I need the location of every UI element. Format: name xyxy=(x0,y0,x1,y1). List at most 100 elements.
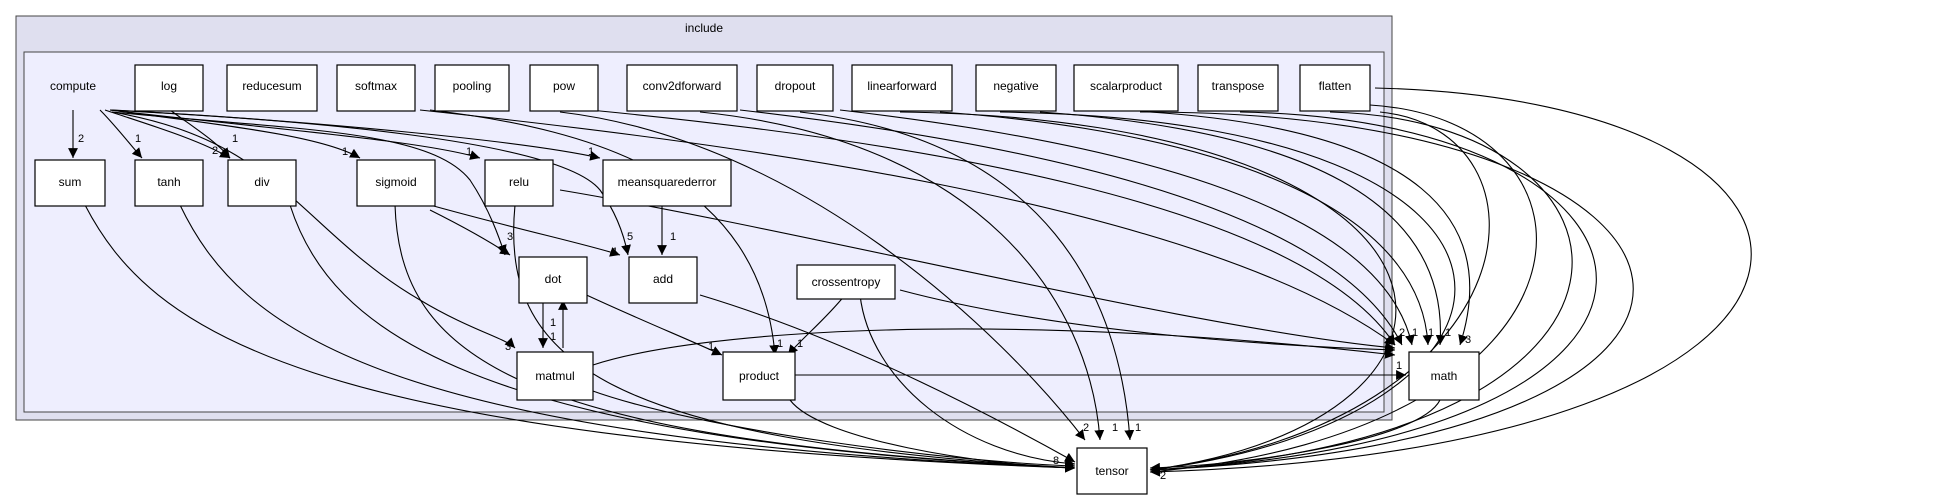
edge-matmul-math xyxy=(592,328,1396,366)
svg-text:meansquarederror: meansquarederror xyxy=(618,175,717,189)
edge-label: 1 xyxy=(1412,327,1418,339)
svg-text:transpose: transpose xyxy=(1212,79,1265,93)
node-reducesum[interactable]: reducesum xyxy=(226,64,318,112)
edge-label: 1 xyxy=(135,133,141,145)
edge-top-math-e xyxy=(939,111,1433,346)
node-transpose[interactable]: transpose xyxy=(1197,64,1279,112)
edge-label: 1 xyxy=(1428,327,1434,339)
node-matmul[interactable]: matmul xyxy=(516,351,594,401)
edge-matmul-tensor xyxy=(589,389,1076,471)
edge-top-math-f xyxy=(1039,111,1446,346)
svg-text:div: div xyxy=(254,175,269,189)
edge-label: 1 xyxy=(550,331,556,343)
node-tanh[interactable]: tanh xyxy=(134,159,204,207)
node-pow[interactable]: pow xyxy=(529,64,599,112)
node-dot[interactable]: dot xyxy=(518,256,588,304)
edge-label: 1 xyxy=(1112,422,1118,434)
edge-label: 1 xyxy=(466,146,472,158)
edge-dot-product xyxy=(579,291,723,356)
edge-tanh-tensor xyxy=(179,204,1076,473)
svg-text:pooling: pooling xyxy=(453,79,492,93)
edge-label: 1 xyxy=(612,246,618,258)
node-negative[interactable]: negative xyxy=(975,64,1057,112)
svg-text:sum: sum xyxy=(59,175,82,189)
edge-far-tensor-h xyxy=(899,111,1397,474)
node-dropout[interactable]: dropout xyxy=(756,64,834,112)
node-sum[interactable]: sum xyxy=(34,159,106,207)
edge-top-math-g xyxy=(1149,111,1471,346)
node-math[interactable]: math xyxy=(1408,351,1480,401)
svg-text:math: math xyxy=(1431,369,1458,383)
edge-sigmoid-add xyxy=(429,204,621,257)
svg-text:add: add xyxy=(653,272,673,286)
svg-text:linearforward: linearforward xyxy=(867,79,936,93)
edge-top-tensor-b xyxy=(699,111,1105,441)
edge-top-math-c xyxy=(739,109,1403,346)
edge-label: 1 xyxy=(1445,327,1451,339)
edge-label: 3 xyxy=(505,341,511,353)
svg-text:dropout: dropout xyxy=(775,79,816,93)
cluster-include-label: include xyxy=(685,21,723,35)
node-crossentropy[interactable]: crossentropy xyxy=(796,264,896,300)
node-softmax[interactable]: softmax xyxy=(336,64,416,112)
node-meansquarederror[interactable]: meansquarederror xyxy=(602,159,732,207)
svg-text:tensor: tensor xyxy=(1095,464,1128,478)
edge-label: 5 xyxy=(627,231,633,243)
edge-relu-math xyxy=(559,189,1396,353)
edge-crossentropy-math xyxy=(899,289,1396,355)
svg-text:flatten: flatten xyxy=(1319,79,1352,93)
edge-crossentropy-product xyxy=(787,294,846,356)
edge-label: 2 xyxy=(1399,327,1405,339)
edge-relu-tensor xyxy=(513,204,1076,473)
svg-text:matmul: matmul xyxy=(535,369,574,383)
edge-top-math-d xyxy=(839,109,1415,346)
edge-far-tensor-a xyxy=(1149,111,1490,474)
svg-text:tanh: tanh xyxy=(157,175,180,189)
node-log[interactable]: log xyxy=(134,64,204,112)
edge-label: 1 xyxy=(1396,360,1402,372)
edge-label: 8 xyxy=(1053,455,1059,467)
edge-label: 3 xyxy=(507,231,513,243)
edge-sigmoid-dot xyxy=(429,209,511,256)
edge-top-tensor-c xyxy=(799,111,1135,441)
node-sigmoid[interactable]: sigmoid xyxy=(356,159,436,207)
edge-label: 1 xyxy=(708,341,714,353)
edge-crossentropy-tensor xyxy=(859,294,1076,469)
svg-text:crossentropy: crossentropy xyxy=(812,275,881,289)
edge-far-tensor-f xyxy=(1149,87,1752,477)
edge-far-tensor-d xyxy=(1149,111,1597,475)
edge-compute-div xyxy=(104,109,231,159)
svg-text:log: log xyxy=(161,79,177,93)
edge-far-tensor-b xyxy=(1149,104,1537,477)
svg-text:negative: negative xyxy=(993,79,1039,93)
edge-top-math-a xyxy=(419,109,1396,346)
edge-label: 2 xyxy=(1160,470,1166,482)
edge-compute-matmul xyxy=(111,111,516,349)
svg-text:softmax: softmax xyxy=(355,79,397,93)
node-pooling[interactable]: pooling xyxy=(434,64,510,112)
node-product[interactable]: product xyxy=(722,351,796,401)
edge-add-tensor xyxy=(699,294,1076,463)
edge-far-tensor-e xyxy=(1139,111,1634,475)
node-relu[interactable]: relu xyxy=(484,159,554,207)
edge-label: 1 xyxy=(1135,422,1141,434)
edge-label: 2 xyxy=(78,133,84,145)
edge-label: 2 xyxy=(1083,422,1089,434)
edge-label: 1 xyxy=(550,317,556,329)
svg-text:dot: dot xyxy=(545,272,562,286)
svg-text:scalarproduct: scalarproduct xyxy=(1090,79,1163,93)
node-flatten[interactable]: flatten xyxy=(1299,64,1371,112)
node-conv2dforward[interactable]: conv2dforward xyxy=(626,64,738,112)
edge-label: 1 xyxy=(777,338,783,350)
node-linearforward[interactable]: linearforward xyxy=(851,64,953,112)
edge-top-math-b xyxy=(589,109,1396,346)
node-div[interactable]: div xyxy=(227,159,297,207)
svg-text:product: product xyxy=(739,369,780,383)
node-tensor[interactable]: tensor xyxy=(1076,447,1148,495)
edge-label: 1 xyxy=(670,231,676,243)
node-add[interactable]: add xyxy=(628,256,698,304)
edge-compute-tanh xyxy=(99,109,143,159)
edge-far-tensor-g xyxy=(999,111,1456,474)
node-scalarproduct[interactable]: scalarproduct xyxy=(1073,64,1179,112)
edge-labels: 2 1 2 1 1 1 1 3 1 1 1 3 5 1 1 1 1 1 2 1 … xyxy=(78,133,1471,482)
